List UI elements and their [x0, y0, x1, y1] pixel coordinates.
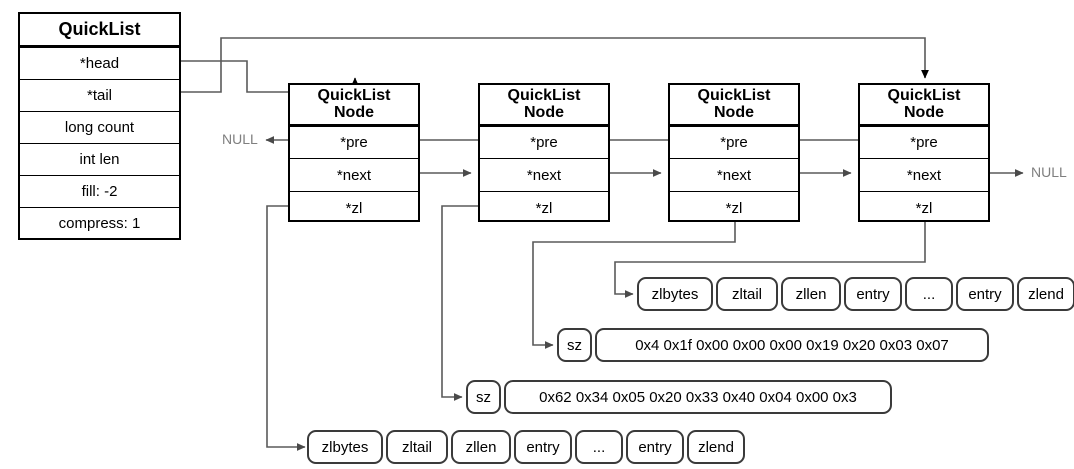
node-2-title-line1: QuickList — [507, 86, 581, 104]
sz-lower-size-label: sz — [466, 380, 501, 414]
node-3-title-line2: Node — [714, 103, 754, 121]
node-3-field-zl: *zl — [725, 199, 743, 217]
node-4-field-zl: *zl — [915, 199, 933, 217]
sz-upper-bytes: 0x4 0x1f 0x00 0x00 0x00 0x19 0x20 0x03 0… — [595, 328, 989, 362]
sz-lower-bytes: 0x62 0x34 0x05 0x20 0x33 0x40 0x04 0x00 … — [504, 380, 892, 414]
null-label-right: NULL — [1031, 164, 1067, 180]
wire-node2-zl-sz-lower — [441, 205, 478, 401]
node-4-title: QuickList Node — [860, 85, 988, 127]
node-4-title-line2: Node — [904, 103, 944, 121]
node-1-title: QuickList Node — [290, 85, 418, 127]
node-2-title-line2: Node — [524, 103, 564, 121]
node-1-field-zl: *zl — [345, 199, 363, 217]
ziplist-bottom-cell-zltail: zltail — [386, 430, 448, 464]
quicklist-title: QuickList — [20, 14, 179, 48]
node-2-title: QuickList Node — [480, 85, 608, 127]
quicklist-node-4: QuickList Node *pre *next *zl — [858, 83, 990, 222]
ziplist-bottom-cell-zlend: zlend — [687, 430, 745, 464]
sz-lower-row: sz 0x62 0x34 0x05 0x20 0x33 0x40 0x04 0x… — [466, 380, 892, 414]
ziplist-top-cell-ellipsis: ... — [905, 277, 953, 311]
node-3-field-pre: *pre — [670, 127, 798, 159]
ziplist-bottom-cell-entry-1: entry — [514, 430, 572, 464]
ziplist-bottom-cell-entry-2: entry — [626, 430, 684, 464]
sz-upper-size-label: sz — [557, 328, 592, 362]
quicklist-field-len: int len — [20, 144, 179, 176]
node-4-title-line1: QuickList — [887, 86, 961, 104]
quicklist-field-compress: compress: 1 — [58, 214, 141, 232]
quicklist-node-1: QuickList Node *pre *next *zl — [288, 83, 420, 222]
quicklist-struct: QuickList *head *tail long count int len… — [18, 12, 181, 240]
ziplist-top-cell-zlend: zlend — [1017, 277, 1074, 311]
quicklist-field-tail: *tail — [20, 80, 179, 112]
ziplist-top-cell-entry-2: entry — [956, 277, 1014, 311]
node-1-field-pre: *pre — [290, 127, 418, 159]
ziplist-top-cell-zllen: zllen — [781, 277, 841, 311]
ziplist-bottom: zlbytes zltail zllen entry ... entry zle… — [307, 430, 745, 464]
node-3-field-next: *next — [670, 159, 798, 192]
quicklist-field-count: long count — [20, 112, 179, 144]
ziplist-top: zlbytes zltail zllen entry ... entry zle… — [637, 277, 1074, 311]
node-2-field-pre: *pre — [480, 127, 608, 159]
ziplist-top-cell-zltail: zltail — [716, 277, 778, 311]
quicklist-node-3: QuickList Node *pre *next *zl — [668, 83, 800, 222]
node-2-field-next: *next — [480, 159, 608, 192]
ziplist-bottom-cell-zlbytes: zlbytes — [307, 430, 383, 464]
quicklist-field-fill: fill: -2 — [20, 176, 179, 208]
node-1-title-line2: Node — [334, 103, 374, 121]
node-3-title: QuickList Node — [670, 85, 798, 127]
node-2-field-zl: *zl — [535, 199, 553, 217]
node-3-title-line1: QuickList — [697, 86, 771, 104]
node-4-field-pre: *pre — [860, 127, 988, 159]
quicklist-node-2: QuickList Node *pre *next *zl — [478, 83, 610, 222]
sz-upper-row: sz 0x4 0x1f 0x00 0x00 0x00 0x19 0x20 0x0… — [557, 328, 989, 362]
wire-node1-zl-ziplist-bottom — [266, 205, 306, 451]
ziplist-top-cell-entry-1: entry — [844, 277, 902, 311]
node-1-title-line1: QuickList — [317, 86, 391, 104]
ziplist-top-cell-zlbytes: zlbytes — [637, 277, 713, 311]
node-1-field-next: *next — [290, 159, 418, 192]
ziplist-bottom-cell-ellipsis: ... — [575, 430, 623, 464]
null-label-left: NULL — [222, 131, 258, 147]
node-4-field-next: *next — [860, 159, 988, 192]
quicklist-field-head: *head — [20, 48, 179, 80]
ziplist-bottom-cell-zllen: zllen — [451, 430, 511, 464]
